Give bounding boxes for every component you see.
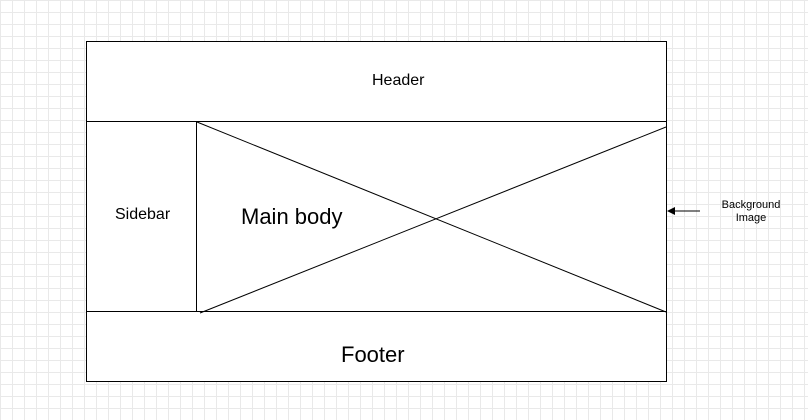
annotation-line-1: Background (721, 199, 781, 211)
footer-label: Footer (341, 342, 405, 367)
background-image-annotation: Background Image (711, 199, 791, 225)
sidebar-box[interactable] (86, 121, 198, 313)
sidebar-label: Sidebar (115, 206, 171, 223)
image-placeholder-diagonal-up (199, 126, 667, 314)
footer-box[interactable] (86, 311, 667, 382)
header-label: Header (372, 72, 425, 89)
main-body-label: Main body (241, 204, 343, 229)
annotation-arrow-head (667, 207, 675, 215)
image-placeholder-diagonal-down (196, 121, 667, 313)
annotation-line-2: Image (735, 212, 767, 224)
header-box[interactable] (86, 41, 667, 123)
